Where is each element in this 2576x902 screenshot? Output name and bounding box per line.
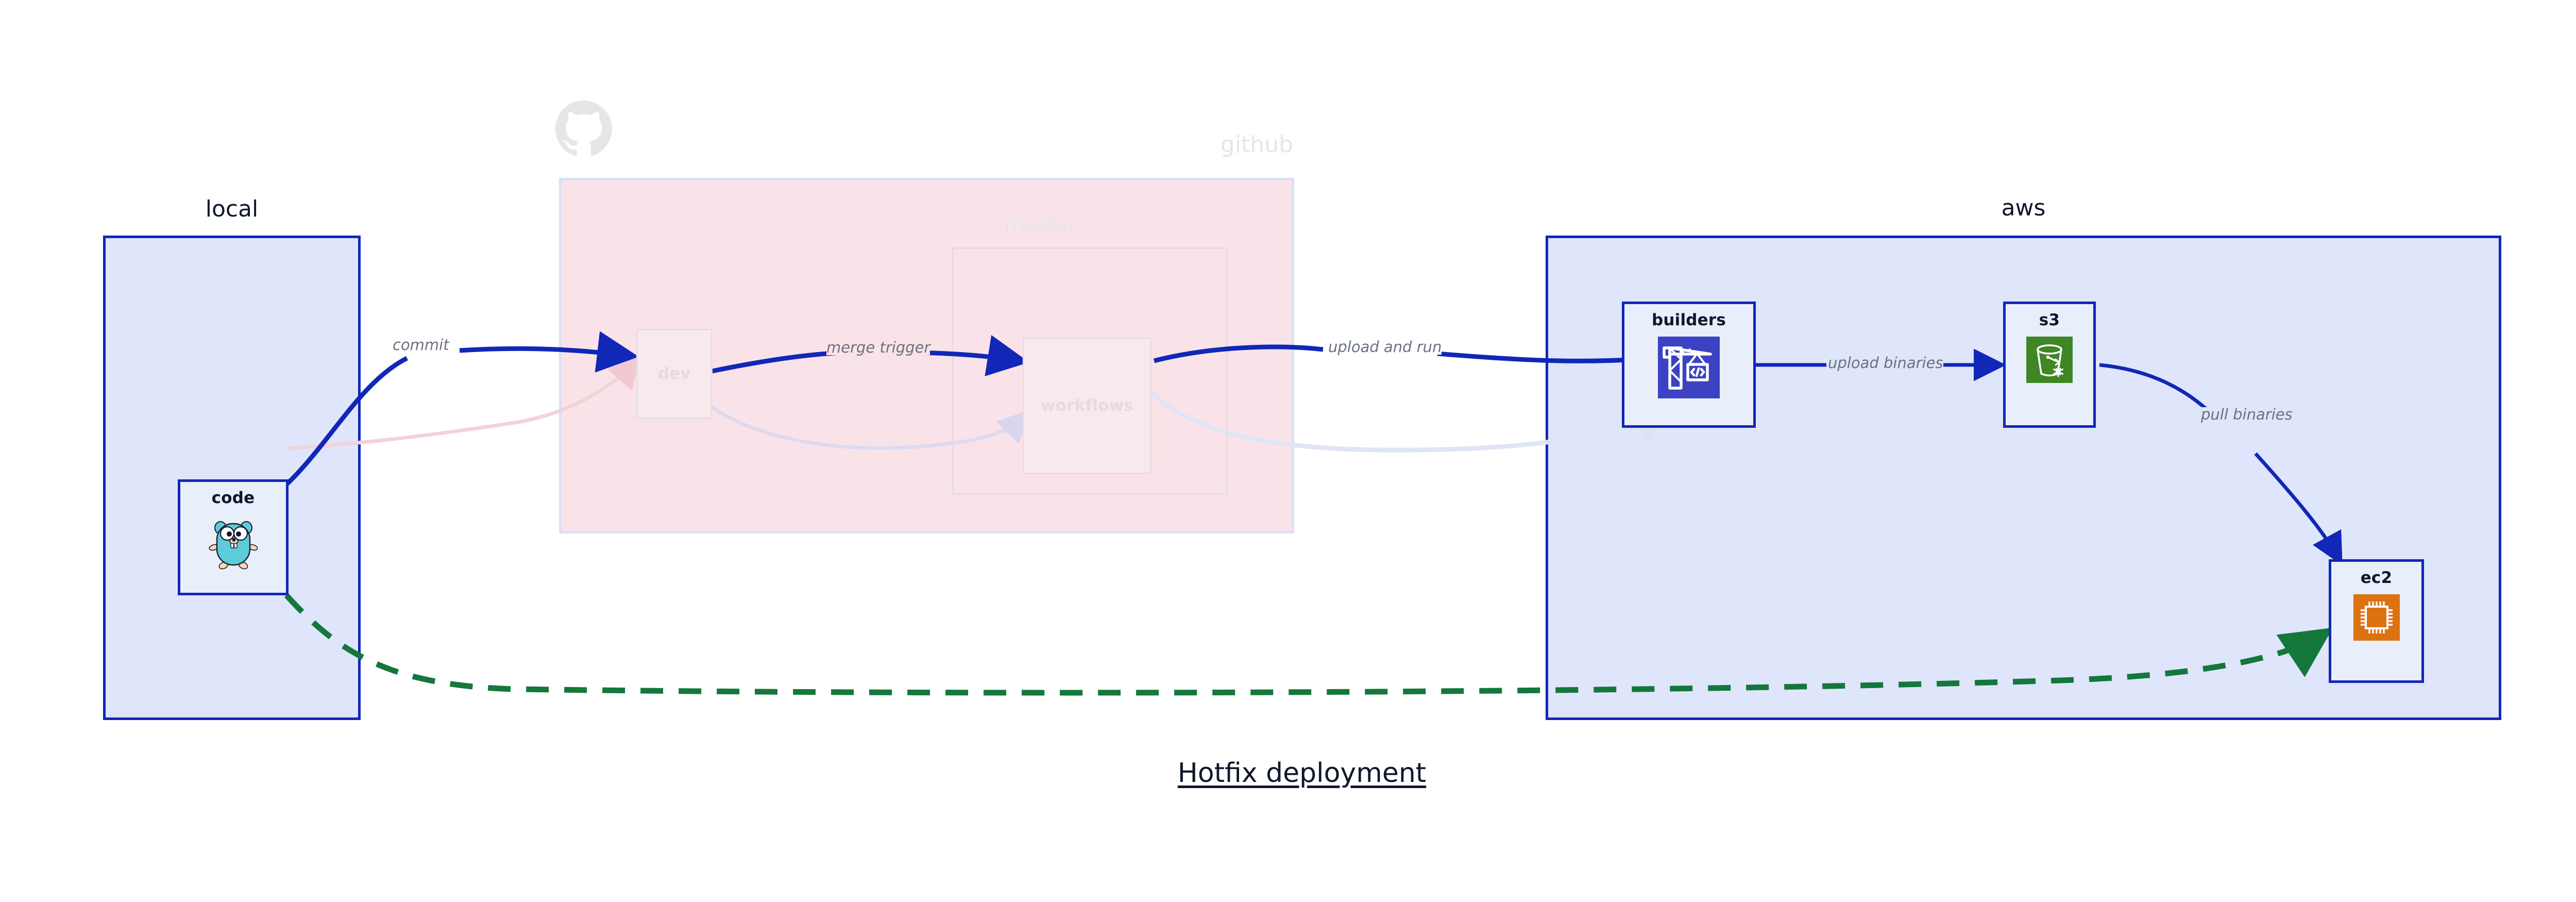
group-title-local: local <box>205 196 259 222</box>
edge-label-merge-trigger: merge trigger <box>826 339 930 356</box>
aws-s3-bucket-icon <box>2026 337 2073 385</box>
node-code[interactable]: code <box>178 479 289 595</box>
subgroup-box-master <box>952 247 1228 495</box>
node-label-code: code <box>211 489 255 507</box>
edge-label-commit: commit <box>393 336 449 354</box>
node-label-dev: dev <box>657 364 691 383</box>
aws-codebuild-crane-icon <box>1658 337 1720 400</box>
aws-ec2-chip-icon <box>2353 594 2400 643</box>
go-gopher-icon <box>208 514 259 573</box>
node-label-builders: builders <box>1651 311 1726 329</box>
node-label-s3: s3 <box>2039 311 2060 329</box>
node-dev[interactable]: dev <box>636 329 713 419</box>
diagram-caption: Hotfix deployment <box>1177 758 1427 789</box>
subgroup-title-master: master <box>1004 214 1077 238</box>
node-s3[interactable]: s3 <box>2003 302 2096 428</box>
edge-label-upload-binaries: upload binaries <box>1828 354 1943 372</box>
group-box-local <box>103 236 361 720</box>
github-octocat-icon <box>555 101 612 157</box>
node-workflows[interactable]: workflows <box>1023 338 1151 474</box>
node-builders[interactable]: builders <box>1622 302 1756 428</box>
edge-label-upload-and-run: upload and run <box>1328 338 1442 356</box>
node-ec2[interactable]: ec2 <box>2329 559 2424 683</box>
edge-label-pull-binaries: pull binaries <box>2201 406 2293 423</box>
group-title-aws: aws <box>2001 195 2046 221</box>
node-label-workflows: workflows <box>1040 396 1134 415</box>
node-label-ec2: ec2 <box>2360 569 2393 587</box>
group-title-github: github <box>1220 131 1293 158</box>
